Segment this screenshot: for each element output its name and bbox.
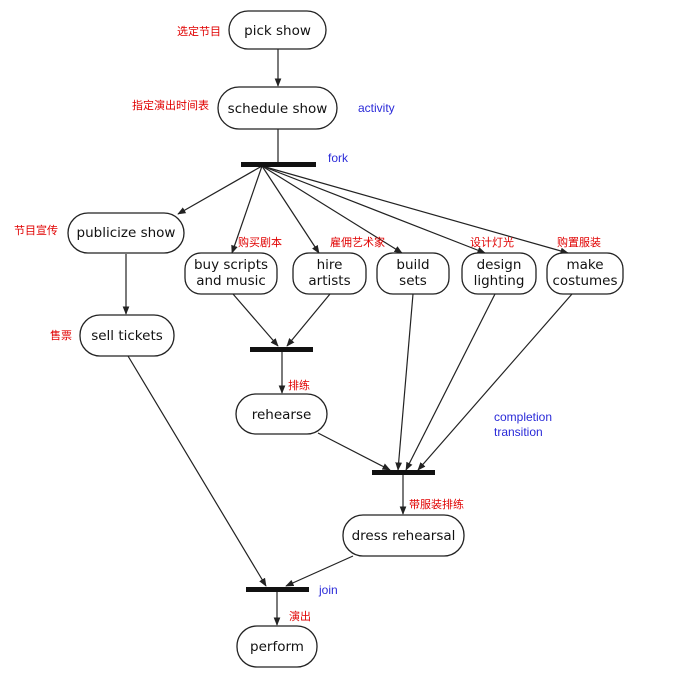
cn-label-buy-scripts: 购买剧本 xyxy=(238,235,282,249)
edge-fork-to-design-lighting xyxy=(261,165,486,254)
cn-label-make-costumes: 购置服装 xyxy=(557,235,601,249)
node-make-costumes-line1: make xyxy=(566,257,603,273)
edges xyxy=(122,48,573,626)
node-buy-scripts-line1: buy scripts xyxy=(194,257,268,273)
edge-fork-to-hire-artists xyxy=(261,165,320,254)
node-pick-show-label: pick show xyxy=(244,23,311,39)
cn-label-hire-artists: 雇佣艺术家 xyxy=(330,235,385,249)
node-perform: perform xyxy=(236,625,318,668)
node-hire-artists-line2: artists xyxy=(308,273,350,289)
node-hire-artists-line1: hire xyxy=(317,257,343,273)
annotation-join: join xyxy=(318,583,338,597)
node-design-lighting-line1: design xyxy=(477,257,522,273)
edge-build-sets-to-join xyxy=(395,293,414,471)
edge-fork-to-make-costumes xyxy=(261,165,569,255)
edge-fork-to-publicize xyxy=(177,165,263,215)
cn-label-rehearse: 排练 xyxy=(288,378,310,392)
node-buy-scripts: buy scripts and music xyxy=(184,252,278,295)
node-build-sets: build sets xyxy=(376,252,450,295)
node-rehearse-label: rehearse xyxy=(252,407,312,423)
uml-annotations: activity fork completion transition join xyxy=(318,101,552,597)
annotation-fork: fork xyxy=(328,151,349,165)
node-dress-rehearsal-label: dress rehearsal xyxy=(352,528,456,544)
node-build-sets-line2: sets xyxy=(399,273,427,289)
cn-label-sell-tickets: 售票 xyxy=(50,328,72,342)
edge-sell-tickets-to-join xyxy=(127,355,267,587)
node-publicize-show-label: publicize show xyxy=(77,225,176,241)
node-design-lighting: design lighting xyxy=(461,252,537,295)
node-schedule-show-label: schedule show xyxy=(228,101,328,117)
node-make-costumes-line2: costumes xyxy=(552,273,617,289)
cn-label-schedule-show: 指定演出时间表 xyxy=(132,98,209,112)
node-build-sets-line1: build xyxy=(396,257,429,273)
edge-buy-scripts-to-join xyxy=(232,293,279,347)
node-perform-label: perform xyxy=(250,639,304,655)
sync-bars xyxy=(241,162,435,592)
node-dress-rehearsal: dress rehearsal xyxy=(342,514,465,557)
edge-make-costumes-to-join xyxy=(417,293,573,471)
edge-fork-to-buy-scripts xyxy=(231,165,263,254)
cn-label-dress-rehearsal: 带服装排练 xyxy=(409,497,464,511)
cn-label-pick-show: 选定节目 xyxy=(177,24,221,38)
node-buy-scripts-line2: and music xyxy=(196,273,266,289)
node-rehearse: rehearse xyxy=(235,393,328,435)
node-sell-tickets-label: sell tickets xyxy=(91,328,163,344)
edge-fork-to-build-sets xyxy=(261,165,403,254)
node-schedule-show: schedule show xyxy=(217,86,338,130)
chinese-labels: 选定节目 指定演出时间表 节目宣传 购买剧本 雇佣艺术家 设计灯光 购置服装 售… xyxy=(14,24,601,623)
cn-label-perform: 演出 xyxy=(289,609,311,623)
annotation-activity: activity xyxy=(358,101,395,115)
join-bar-dress-rehearsal xyxy=(372,470,435,475)
edge-rehearse-to-join xyxy=(317,432,391,471)
join-bar-perform xyxy=(246,587,309,592)
node-sell-tickets: sell tickets xyxy=(79,314,175,357)
node-publicize-show: publicize show xyxy=(67,212,185,254)
edge-dress-rehearsal-to-join xyxy=(285,555,354,587)
annotation-transition: transition xyxy=(494,425,543,439)
edge-hire-artists-to-join xyxy=(286,293,331,347)
annotation-completion: completion xyxy=(494,410,552,424)
node-pick-show: pick show xyxy=(228,10,327,50)
cn-label-design-lighting: 设计灯光 xyxy=(470,235,514,249)
edge-design-lighting-to-join xyxy=(405,293,496,471)
cn-label-publicize-show: 节目宣传 xyxy=(14,223,58,237)
node-make-costumes: make costumes xyxy=(546,252,624,295)
fork-bar xyxy=(241,162,316,167)
node-hire-artists: hire artists xyxy=(292,252,367,295)
node-design-lighting-line2: lighting xyxy=(474,273,525,289)
join-bar-rehearse xyxy=(250,347,313,352)
